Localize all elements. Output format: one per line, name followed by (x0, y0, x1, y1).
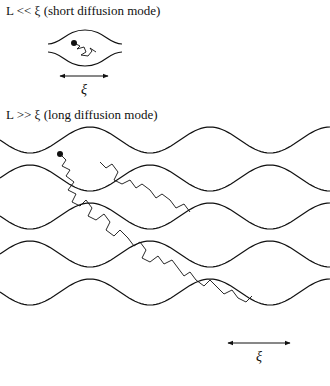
cell-walls (0, 127, 330, 305)
mode-heading: L << ξ (short diffusion mode) (6, 4, 160, 18)
xi-label: ξ (254, 349, 264, 364)
xi-label: ξ (79, 82, 89, 97)
cell-walls (48, 30, 122, 66)
cell-wall (0, 165, 330, 191)
random-walk (100, 162, 190, 212)
mode-heading: L >> ξ (long diffusion mode) (6, 108, 158, 122)
random-walk (60, 154, 252, 302)
cell-wall (0, 203, 330, 229)
xi-arrow (60, 76, 108, 77)
cell-wall (0, 127, 330, 153)
random-walk (74, 43, 96, 56)
cell-wall (0, 279, 330, 305)
xi-arrow (228, 343, 290, 344)
